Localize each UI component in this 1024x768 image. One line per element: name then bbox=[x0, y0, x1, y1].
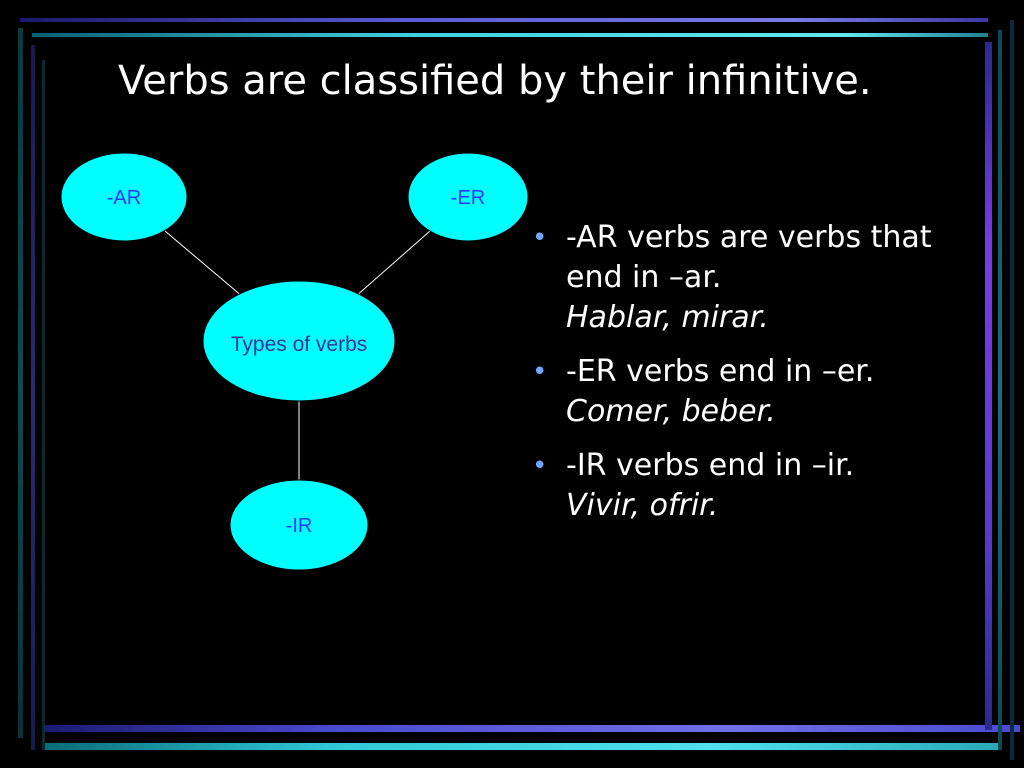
bullet-text: -ER verbs end in –er. bbox=[566, 354, 875, 389]
node-ar-label: -AR bbox=[107, 187, 141, 209]
bullet-dot-icon: • bbox=[532, 223, 548, 253]
bottom-border-bar bbox=[42, 743, 1000, 750]
connector-er bbox=[354, 230, 431, 298]
bullet-item: • -AR verbs are verbs that end in –ar. H… bbox=[528, 218, 958, 338]
right-border-bar bbox=[1010, 20, 1014, 760]
bottom-border-bar bbox=[42, 725, 1020, 732]
top-border-bar bbox=[32, 33, 988, 37]
bullet-list: • -AR verbs are verbs that end in –ar. H… bbox=[528, 218, 958, 540]
node-er: -ER bbox=[407, 152, 529, 242]
node-ar: -AR bbox=[60, 152, 188, 242]
bullet-example: Comer, beber. bbox=[566, 394, 776, 429]
right-border-bar bbox=[985, 42, 992, 730]
bullet-item: • -ER verbs end in –er. Comer, beber. bbox=[528, 352, 958, 432]
node-ir-label: -IR bbox=[286, 515, 313, 537]
node-er-label: -ER bbox=[451, 187, 485, 209]
right-border-bar bbox=[998, 30, 1002, 750]
bullet-dot-icon: • bbox=[532, 451, 548, 481]
bullet-dot-icon: • bbox=[532, 357, 548, 387]
bullet-example: Hablar, mirar. bbox=[566, 300, 769, 335]
left-border-bar bbox=[31, 45, 35, 750]
left-border-bar bbox=[42, 60, 45, 750]
bullet-text: -IR verbs end in –ir. bbox=[566, 448, 855, 483]
connector-ar bbox=[164, 230, 244, 298]
bullet-example: Vivir, ofrir. bbox=[566, 488, 719, 523]
node-ir: -IR bbox=[229, 479, 369, 571]
left-border-bar bbox=[18, 28, 23, 738]
bullet-text: -AR verbs are verbs that end in –ar. bbox=[566, 220, 932, 295]
node-center-label: Types of verbs bbox=[231, 333, 368, 356]
node-center: Types of verbs bbox=[202, 280, 396, 402]
top-border-bar bbox=[20, 18, 988, 22]
bullet-item: • -IR verbs end in –ir. Vivir, ofrir. bbox=[528, 446, 958, 526]
slide-title: Verbs are classified by their infinitive… bbox=[118, 58, 872, 104]
